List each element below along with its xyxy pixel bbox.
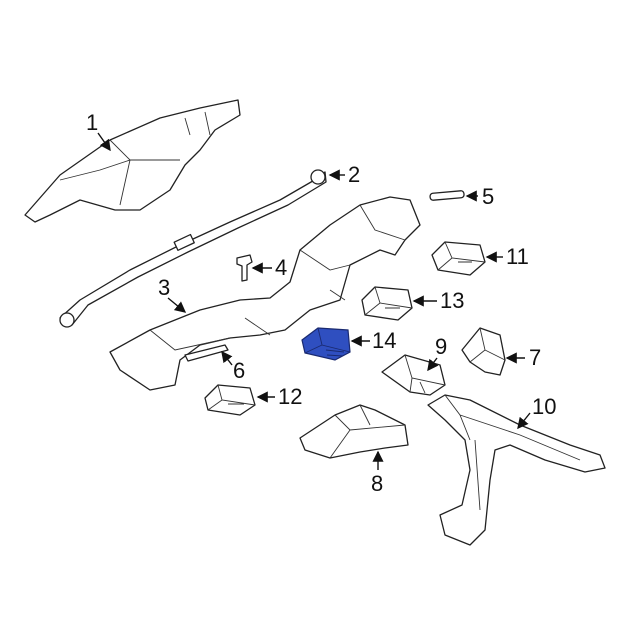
part-11-vent[interactable] xyxy=(431,241,486,276)
svg-text:3: 3 xyxy=(158,275,170,300)
callout-13: 13 xyxy=(412,288,464,313)
svg-text:7: 7 xyxy=(529,345,541,370)
svg-text:4: 4 xyxy=(275,255,287,280)
part-10-rear-duct[interactable] xyxy=(427,394,606,546)
callout-7: 7 xyxy=(505,345,541,370)
callout-6: 6 xyxy=(221,350,245,383)
part-8-floor-duct[interactable] xyxy=(299,404,409,459)
part-12-vent[interactable] xyxy=(204,384,256,416)
part-2-support-bar[interactable] xyxy=(59,169,327,328)
svg-text:10: 10 xyxy=(532,394,556,419)
callout-4: 4 xyxy=(251,255,287,280)
callout-14: 14 xyxy=(350,328,396,353)
svg-text:8: 8 xyxy=(371,471,383,496)
svg-text:5: 5 xyxy=(482,184,494,209)
callout-8: 8 xyxy=(371,450,384,496)
svg-text:1: 1 xyxy=(86,110,98,135)
callout-5: 5 xyxy=(465,184,494,209)
callout-1: 1 xyxy=(86,110,111,152)
part-7-bracket[interactable] xyxy=(461,327,506,376)
part-1-upper-duct[interactable] xyxy=(24,99,241,223)
svg-text:9: 9 xyxy=(435,334,447,359)
svg-text:11: 11 xyxy=(506,244,529,269)
part-14-highlighted-vent[interactable] xyxy=(301,327,351,361)
callout-9: 9 xyxy=(427,334,447,372)
part-6-rod[interactable] xyxy=(184,344,229,362)
callout-3: 3 xyxy=(158,275,187,313)
svg-text:6: 6 xyxy=(233,358,245,383)
svg-text:13: 13 xyxy=(440,288,464,313)
callout-11: 11 xyxy=(485,244,529,269)
callout-2: 2 xyxy=(328,162,360,187)
svg-text:12: 12 xyxy=(278,384,302,409)
part-5-pin[interactable] xyxy=(429,190,465,201)
svg-text:2: 2 xyxy=(348,162,360,187)
callout-12: 12 xyxy=(256,384,302,409)
svg-text:14: 14 xyxy=(372,328,396,353)
part-13-vent[interactable] xyxy=(361,286,413,321)
callout-10: 10 xyxy=(517,394,556,430)
part-4-clip[interactable] xyxy=(236,254,253,282)
